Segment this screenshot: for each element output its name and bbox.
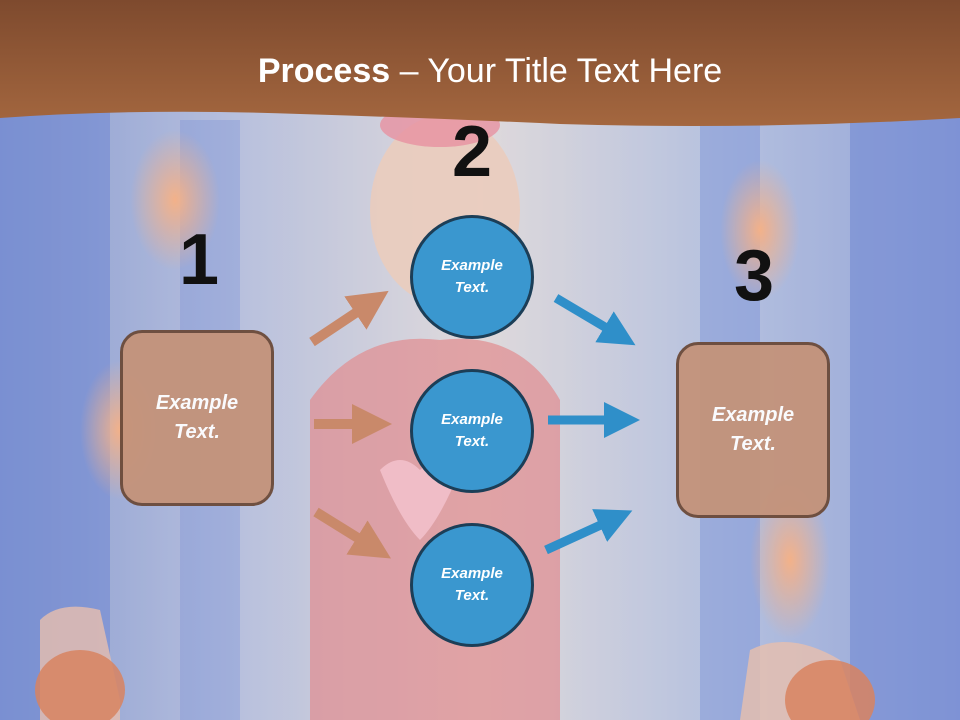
step-1-box-text: Example Text. [155, 392, 239, 443]
step-2-circle-top: Example Text. [410, 215, 534, 339]
step-1-box: Example Text. [120, 330, 274, 506]
step-number-3: 3 [733, 236, 775, 316]
title-bold: Process [257, 52, 391, 90]
circle-middle-text: Example Text. [441, 410, 503, 451]
circle-top-text: Example Text. [441, 256, 503, 297]
step-number-2: 2 [451, 112, 493, 192]
slide-title: Process – Your Title Text Here [0, 52, 960, 91]
title-rest: – Your Title Text Here [390, 52, 723, 90]
step-number-1: 1 [178, 220, 220, 300]
step-2-circle-middle: Example Text. [410, 369, 534, 493]
step-3-box: Example Text. [676, 342, 830, 518]
step-3-box-text: Example Text. [711, 404, 795, 455]
step-2-circle-bottom: Example Text. [410, 523, 534, 647]
header-band [0, 0, 960, 126]
circle-bottom-text: Example Text. [441, 564, 503, 605]
